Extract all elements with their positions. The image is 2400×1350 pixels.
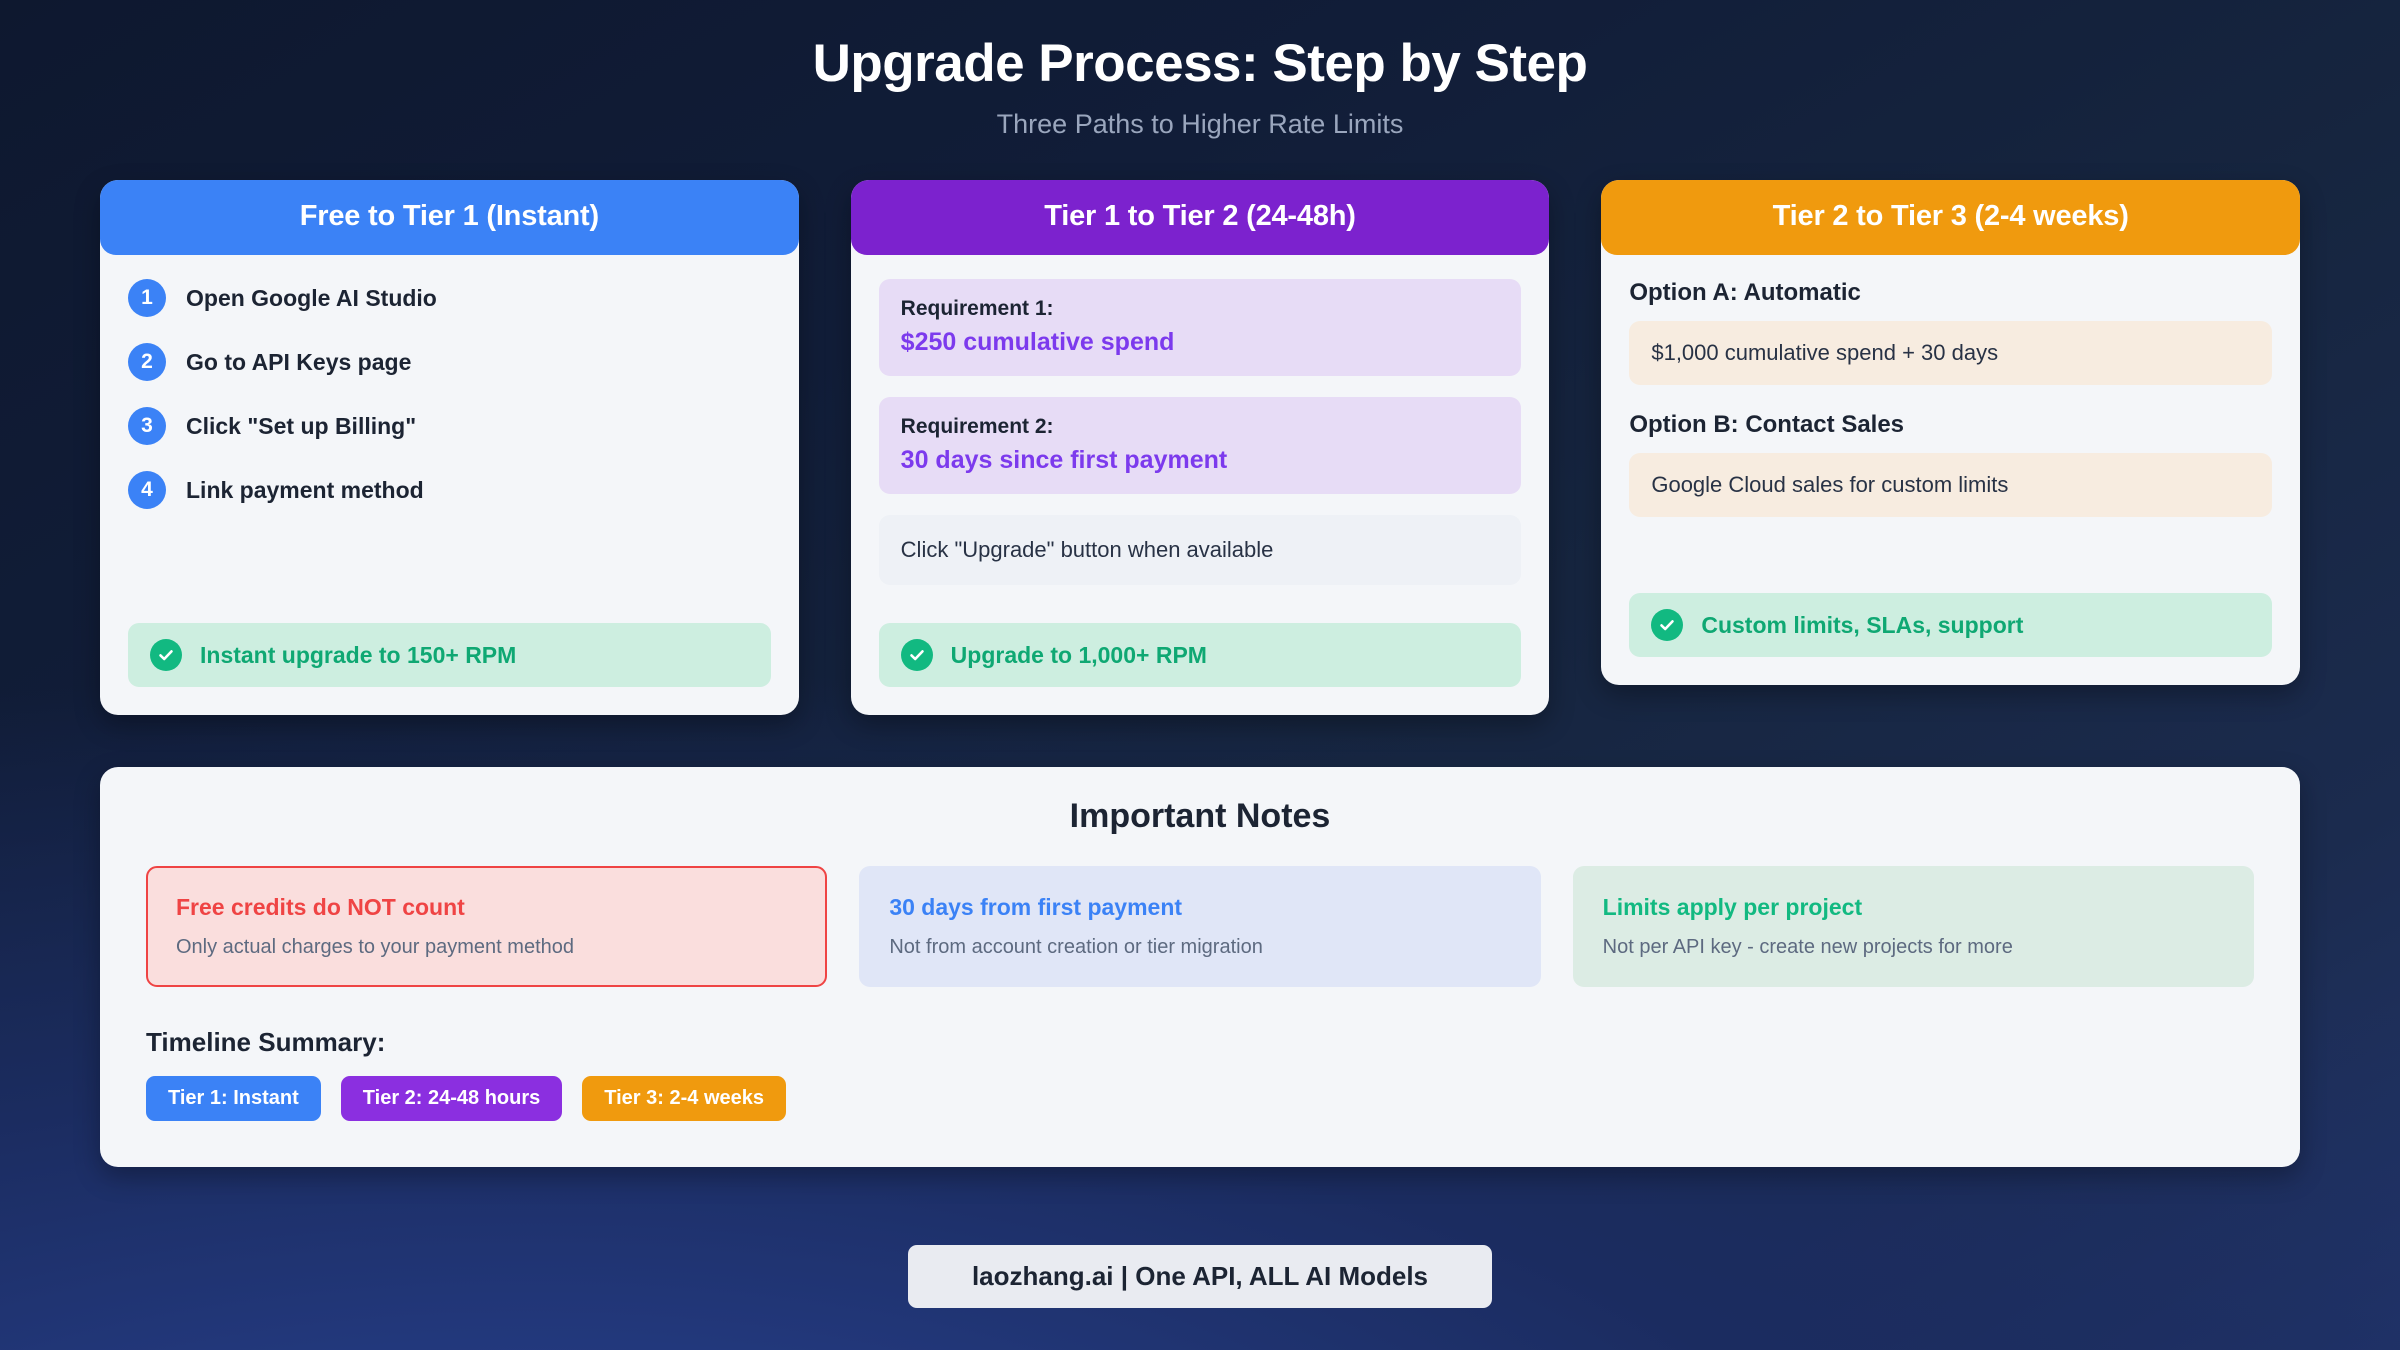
step-label: Link payment method — [186, 476, 424, 503]
step-label: Open Google AI Studio — [186, 284, 437, 311]
note-heading: Limits apply per project — [1602, 894, 1863, 921]
card-body-free-to-tier1: 1 Open Google AI Studio 2 Go to API Keys… — [100, 255, 799, 715]
result-strip-tier1: Instant upgrade to 150+ RPM — [128, 623, 771, 688]
step-label: Click "Set up Billing" — [186, 412, 417, 439]
result-strip-tier3: Custom limits, SLAs, support — [1629, 593, 2273, 658]
step-item: 1 Open Google AI Studio — [128, 279, 771, 318]
important-notes-title: Important Notes — [1069, 797, 1331, 836]
requirement-title: Requirement 2: — [900, 415, 1054, 439]
card-title-tier2-to-tier3: Tier 2 to Tier 3 (2-4 weeks) — [1601, 180, 2301, 256]
card-tier1-to-tier2: Tier 1 to Tier 2 (24-48h) Requirement 1:… — [850, 180, 1550, 716]
spacer — [1629, 517, 2272, 563]
card-title-free-to-tier1: Free to Tier 1 (Instant) — [100, 180, 799, 256]
result-text: Upgrade to 1,000+ RPM — [950, 641, 1207, 668]
step-item: 2 Go to API Keys page — [128, 343, 771, 382]
requirement-title: Requirement 1: — [900, 297, 1054, 321]
check-circle-icon — [900, 639, 933, 672]
note-subtext: Only actual charges to your payment meth… — [176, 936, 574, 959]
upgrade-paths-row: Free to Tier 1 (Instant) 1 Open Google A… — [0, 180, 2400, 716]
step-label: Go to API Keys page — [186, 348, 412, 375]
result-text: Custom limits, SLAs, support — [1701, 611, 2024, 638]
note-card-per-project: Limits apply per project Not per API key… — [1572, 866, 2254, 988]
note-heading: 30 days from first payment — [889, 894, 1183, 921]
step-number-badge: 1 — [128, 279, 166, 318]
option-b-detail: Google Cloud sales for custom limits — [1629, 453, 2273, 518]
card-free-to-tier1: Free to Tier 1 (Instant) 1 Open Google A… — [100, 180, 799, 716]
footer-brand-badge: laozhang.ai | One API, ALL AI Models — [907, 1245, 1493, 1308]
option-a-detail: $1,000 cumulative spend + 30 days — [1629, 321, 2273, 386]
timeline-summary-label: Timeline Summary: — [146, 1027, 386, 1058]
note-subtext: Not per API key - create new projects fo… — [1602, 936, 2013, 959]
step-number-badge: 2 — [128, 343, 166, 382]
step-number-badge: 4 — [128, 471, 166, 510]
note-card-30-days: 30 days from first payment Not from acco… — [859, 866, 1541, 988]
spacer — [879, 585, 1522, 593]
result-text: Instant upgrade to 150+ RPM — [200, 641, 517, 668]
note-heading: Free credits do NOT count — [176, 894, 465, 921]
timeline-pill-tier3: Tier 3: 2-4 weeks — [582, 1076, 786, 1122]
page-header: Upgrade Process: Step by Step Three Path… — [0, 0, 2400, 140]
note-card-free-credits: Free credits do NOT count Only actual ch… — [146, 866, 828, 988]
page-subtitle: Three Paths to Higher Rate Limits — [996, 109, 1404, 140]
requirement-value: $250 cumulative spend — [900, 327, 1175, 356]
result-strip-tier2: Upgrade to 1,000+ RPM — [878, 623, 1522, 688]
requirement-box: Requirement 1: $250 cumulative spend — [878, 279, 1522, 377]
upgrade-note-box: Click "Upgrade" button when available — [878, 515, 1522, 586]
option-b-title: Option B: Contact Sales — [1629, 411, 1905, 439]
step-number-badge: 3 — [128, 407, 166, 446]
card-body-tier2-to-tier3: Option A: Automatic $1,000 cumulative sp… — [1601, 255, 2300, 685]
timeline-pill-tier2: Tier 2: 24-48 hours — [340, 1076, 563, 1122]
timeline-pill-tier1: Tier 1: Instant — [146, 1076, 321, 1122]
check-circle-icon — [1651, 609, 1684, 642]
page-title: Upgrade Process: Step by Step — [812, 34, 1588, 93]
important-notes-panel: Important Notes Free credits do NOT coun… — [100, 767, 2300, 1168]
footer: laozhang.ai | One API, ALL AI Models — [0, 1245, 2400, 1308]
option-a-title: Option A: Automatic — [1629, 279, 1861, 307]
card-tier2-to-tier3: Tier 2 to Tier 3 (2-4 weeks) Option A: A… — [1601, 180, 2301, 686]
requirement-box: Requirement 2: 30 days since first payme… — [878, 397, 1522, 495]
step-item: 4 Link payment method — [128, 471, 771, 510]
notes-row: Free credits do NOT count Only actual ch… — [146, 866, 2254, 988]
note-subtext: Not from account creation or tier migrat… — [889, 936, 1263, 959]
check-circle-icon — [150, 639, 182, 672]
step-item: 3 Click "Set up Billing" — [128, 407, 771, 446]
card-title-tier1-to-tier2: Tier 1 to Tier 2 (24-48h) — [850, 180, 1550, 256]
card-body-tier1-to-tier2: Requirement 1: $250 cumulative spend Req… — [851, 255, 1550, 715]
timeline-pill-row: Tier 1: Instant Tier 2: 24-48 hours Tier… — [146, 1076, 2254, 1122]
spacer — [128, 535, 771, 593]
requirement-value: 30 days since first payment — [900, 445, 1228, 474]
